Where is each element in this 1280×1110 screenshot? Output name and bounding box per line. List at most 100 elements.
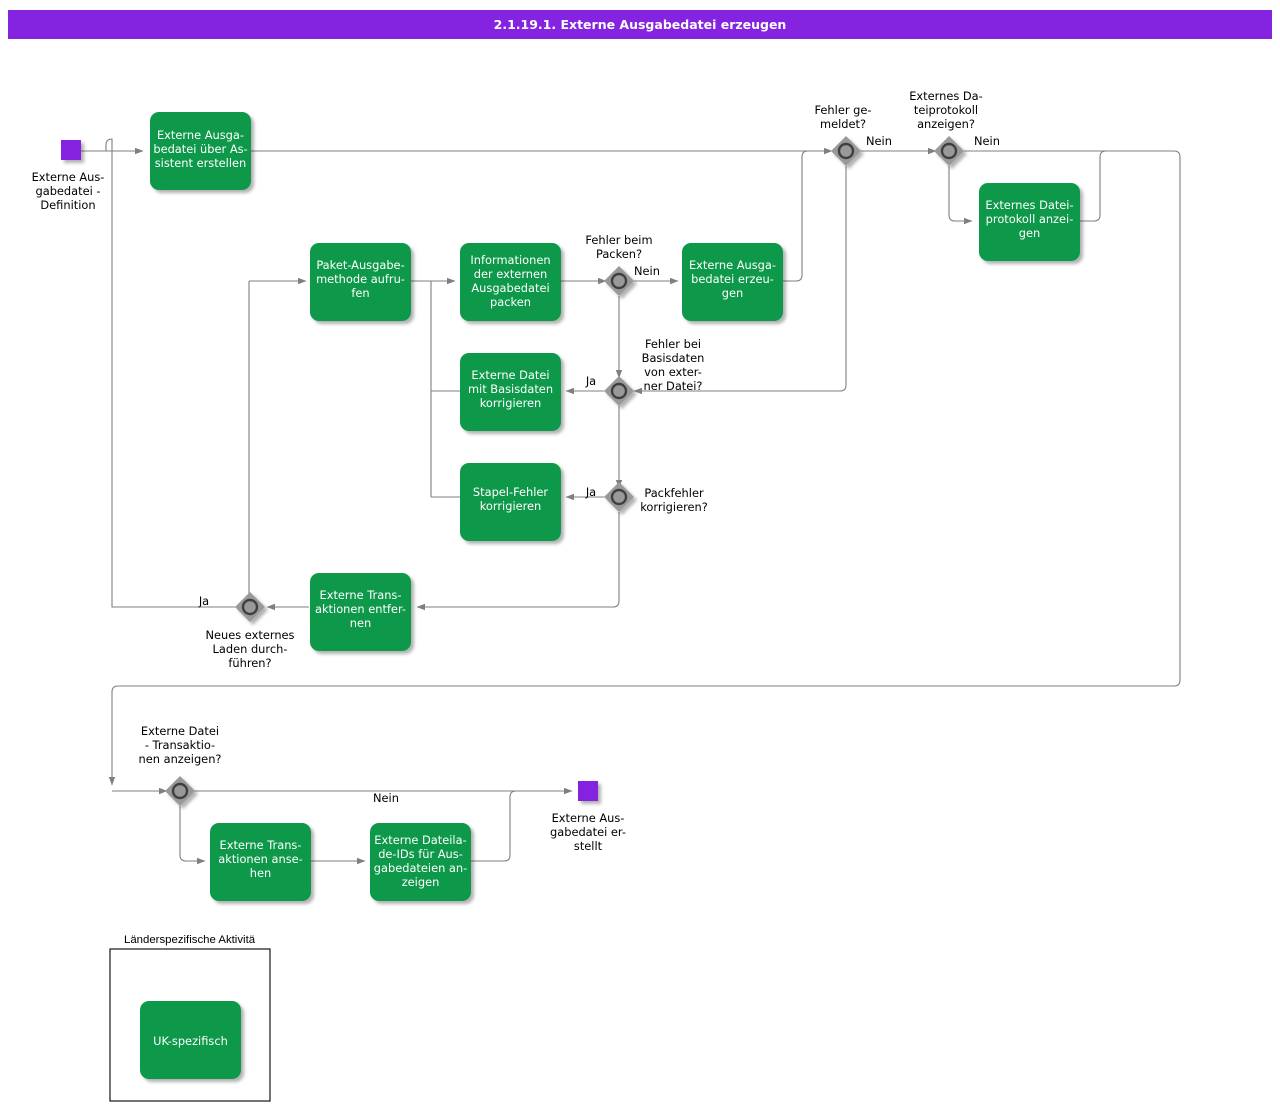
task-label-line: mit Basisdaten — [468, 382, 553, 396]
gateway-fehler-beim-packen[interactable]: Fehler beim Packen? — [585, 233, 653, 296]
task-label-line: Paket-Ausgabe- — [316, 258, 404, 272]
task-externe-ausgabedatei-erzeugen[interactable]: Externe Ausga- bedatei erzeu- gen — [682, 243, 783, 321]
gateway-neues-externes-laden-durchfuehren[interactable]: Neues externes Laden durch- führen? — [206, 592, 295, 670]
task-externe-transaktionen-ansehen[interactable]: Externe Trans- aktionen anse- hen — [210, 823, 311, 901]
edge-label-g4-nein: Nein — [866, 134, 892, 148]
gateway-caption-line: von exter- — [644, 365, 702, 379]
gateway-caption-line: korrigieren? — [640, 500, 708, 514]
edge-labels: Nein Ja Ja Nein Nein Ja Nein — [198, 134, 1000, 805]
gateway-caption-line: Neues externes — [206, 628, 295, 642]
end-event-caption-line: Externe Aus- — [552, 811, 625, 825]
gateway-caption-line: Fehler beim — [585, 233, 652, 247]
legend-frame — [109, 948, 271, 1102]
task-informationen-der-externen-ausgabedatei-packen[interactable]: Informationen der externen Ausgabedatei … — [460, 243, 561, 321]
gateway-packfehler-korrigieren[interactable]: Packfehler korrigieren? — [604, 482, 708, 514]
gateway-externe-datei-transaktionen-anzeigen[interactable]: Externe Datei - Transaktio- nen anzeigen… — [139, 724, 222, 806]
flow-g6-return-left — [111, 157, 236, 608]
gateway-caption-line: - Transaktio- — [145, 738, 215, 752]
flow-t10-to-end-line — [470, 790, 520, 862]
gateway-caption-line: nen anzeigen? — [139, 752, 222, 766]
task-label-line: zeigen — [402, 875, 440, 889]
task-externe-dateilade-ids-fuer-ausgabedateien-anzeigen[interactable]: Externe Dateila- de-IDs für Aus- gabedat… — [370, 823, 471, 901]
task-externes-dateiprotokoll-anzeigen[interactable]: Externes Datei- protokoll anzei- gen — [979, 183, 1080, 261]
task-stapel-fehler-korrigieren[interactable]: Stapel-Fehler korrigieren — [460, 463, 561, 541]
start-event-caption-line: gabedatei - — [35, 184, 100, 198]
gateway-fehler-gemeldet[interactable]: Fehler ge- meldet? — [815, 103, 872, 166]
task-label-line: fen — [351, 286, 369, 300]
edge-label-g2-ja: Ja — [585, 374, 596, 388]
task-label-line: korrigieren — [480, 396, 542, 410]
gateway-fehler-bei-basisdaten-von-externer-datei[interactable]: Fehler bei Basisdaten von exter- ner Dat… — [604, 337, 704, 406]
gateway-caption-line: Fehler bei — [645, 337, 701, 351]
task-label-line: Informationen — [470, 253, 550, 267]
flow-t5-to-right-line — [1080, 150, 1110, 222]
legend-sample-task[interactable]: UK-spezifisch — [140, 1001, 241, 1079]
gateway-caption-line: Packfehler — [644, 486, 704, 500]
task-label-line: Externe Datei — [471, 368, 549, 382]
task-label-line: Externe Ausga- — [157, 128, 244, 142]
task-label-line: korrigieren — [480, 499, 542, 513]
gateway-caption-line: führen? — [228, 656, 271, 670]
task-label-line: Externe Trans- — [320, 588, 402, 602]
gateway-caption-line: Packen? — [596, 247, 642, 261]
gateway-caption-line: ner Datei? — [644, 379, 703, 393]
task-label-line: bedatei erzeu- — [691, 272, 774, 286]
page-title: 2.1.19.1. Externe Ausgabedatei erzeugen — [8, 10, 1272, 39]
end-event[interactable]: Externe Aus- gabedatei er- stellt — [550, 781, 626, 853]
task-externe-ausgabedatei-ueber-assistent-erstellen[interactable]: Externe Ausga- bedatei über As- sistent … — [150, 112, 251, 190]
gateway-caption-line: Fehler ge- — [815, 103, 872, 117]
legend-title: Länderspezifische Aktivitä — [124, 934, 256, 946]
task-label-line: hen — [250, 866, 271, 880]
task-label-line: der externen — [474, 267, 548, 281]
task-label-line: sistent erstellen — [155, 156, 246, 170]
task-label-line: protokoll anzei- — [986, 212, 1074, 226]
task-label-line: Externe Ausga- — [689, 258, 776, 272]
flow-g5-nein-to-g7 — [108, 150, 1181, 786]
task-label-line: methode aufru- — [316, 272, 405, 286]
start-event-caption-line: Externe Aus- — [32, 170, 105, 184]
gateway-caption-line: teiprotokoll — [914, 103, 978, 117]
flow-connectors — [80, 138, 1181, 865]
task-externe-transaktionen-entfernen[interactable]: Externe Trans- aktionen entfer- nen — [310, 573, 411, 651]
task-paket-ausgabemethode-aufrufen[interactable]: Paket-Ausgabe- methode aufru- fen — [310, 243, 411, 321]
task-label-line: de-IDs für Aus- — [378, 847, 463, 861]
edge-label-g5-nein: Nein — [974, 134, 1000, 148]
task-label-line: Externes Datei- — [985, 198, 1073, 212]
task-label-line: gen — [1019, 226, 1040, 240]
task-label-line: bedatei über As- — [153, 142, 247, 156]
gateway-caption-line: meldet? — [820, 117, 866, 131]
start-event-caption-line: Definition — [40, 198, 95, 212]
end-event-caption-line: gabedatei er- — [550, 825, 626, 839]
end-event-caption-line: stellt — [574, 839, 603, 853]
task-label-line: nen — [350, 616, 371, 630]
flow-corner-helper — [105, 138, 113, 157]
legend-sample-label: UK-spezifisch — [153, 1034, 228, 1048]
task-label-line: gen — [722, 286, 743, 300]
edge-label-g7-nein: Nein — [373, 791, 399, 805]
task-label-line: packen — [490, 295, 531, 309]
start-event[interactable]: Externe Aus- gabedatei - Definition — [32, 140, 105, 212]
flow-g3-to-t8 — [416, 512, 620, 611]
task-label-line: Stapel-Fehler — [473, 485, 549, 499]
flow-g5-ja-to-t5 — [948, 166, 973, 225]
gateway-externes-dateiprotokoll-anzeigen[interactable]: Externes Da- teiprotokoll anzeigen? — [909, 89, 983, 166]
gateway-caption-line: Externes Da- — [909, 89, 983, 103]
edge-label-g1-nein: Nein — [634, 264, 660, 278]
gateway-caption-line: Laden durch- — [213, 642, 288, 656]
edge-label-g6-ja: Ja — [198, 594, 209, 608]
task-label-line: Externe Dateila- — [374, 833, 466, 847]
edge-label-g3-ja: Ja — [585, 485, 596, 499]
task-label-line: aktionen anse- — [218, 852, 303, 866]
task-label-line: Externe Trans- — [220, 838, 302, 852]
task-label-line: gabedateien an- — [374, 861, 467, 875]
task-externe-datei-mit-basisdaten-korrigieren[interactable]: Externe Datei mit Basisdaten korrigieren — [460, 353, 561, 431]
flow-g7-ja-to-t9 — [179, 806, 206, 865]
flow-t4-to-g4 — [783, 150, 832, 282]
gateway-caption-line: Basisdaten — [642, 351, 705, 365]
task-label-line: aktionen entfer- — [315, 602, 406, 616]
legend-laenderspezifische-aktivitaet: Länderspezifische Aktivitä UK-spezifisch — [109, 934, 271, 1102]
gateway-caption-line: Externe Datei — [141, 724, 219, 738]
gateway-caption-line: anzeigen? — [917, 117, 975, 131]
